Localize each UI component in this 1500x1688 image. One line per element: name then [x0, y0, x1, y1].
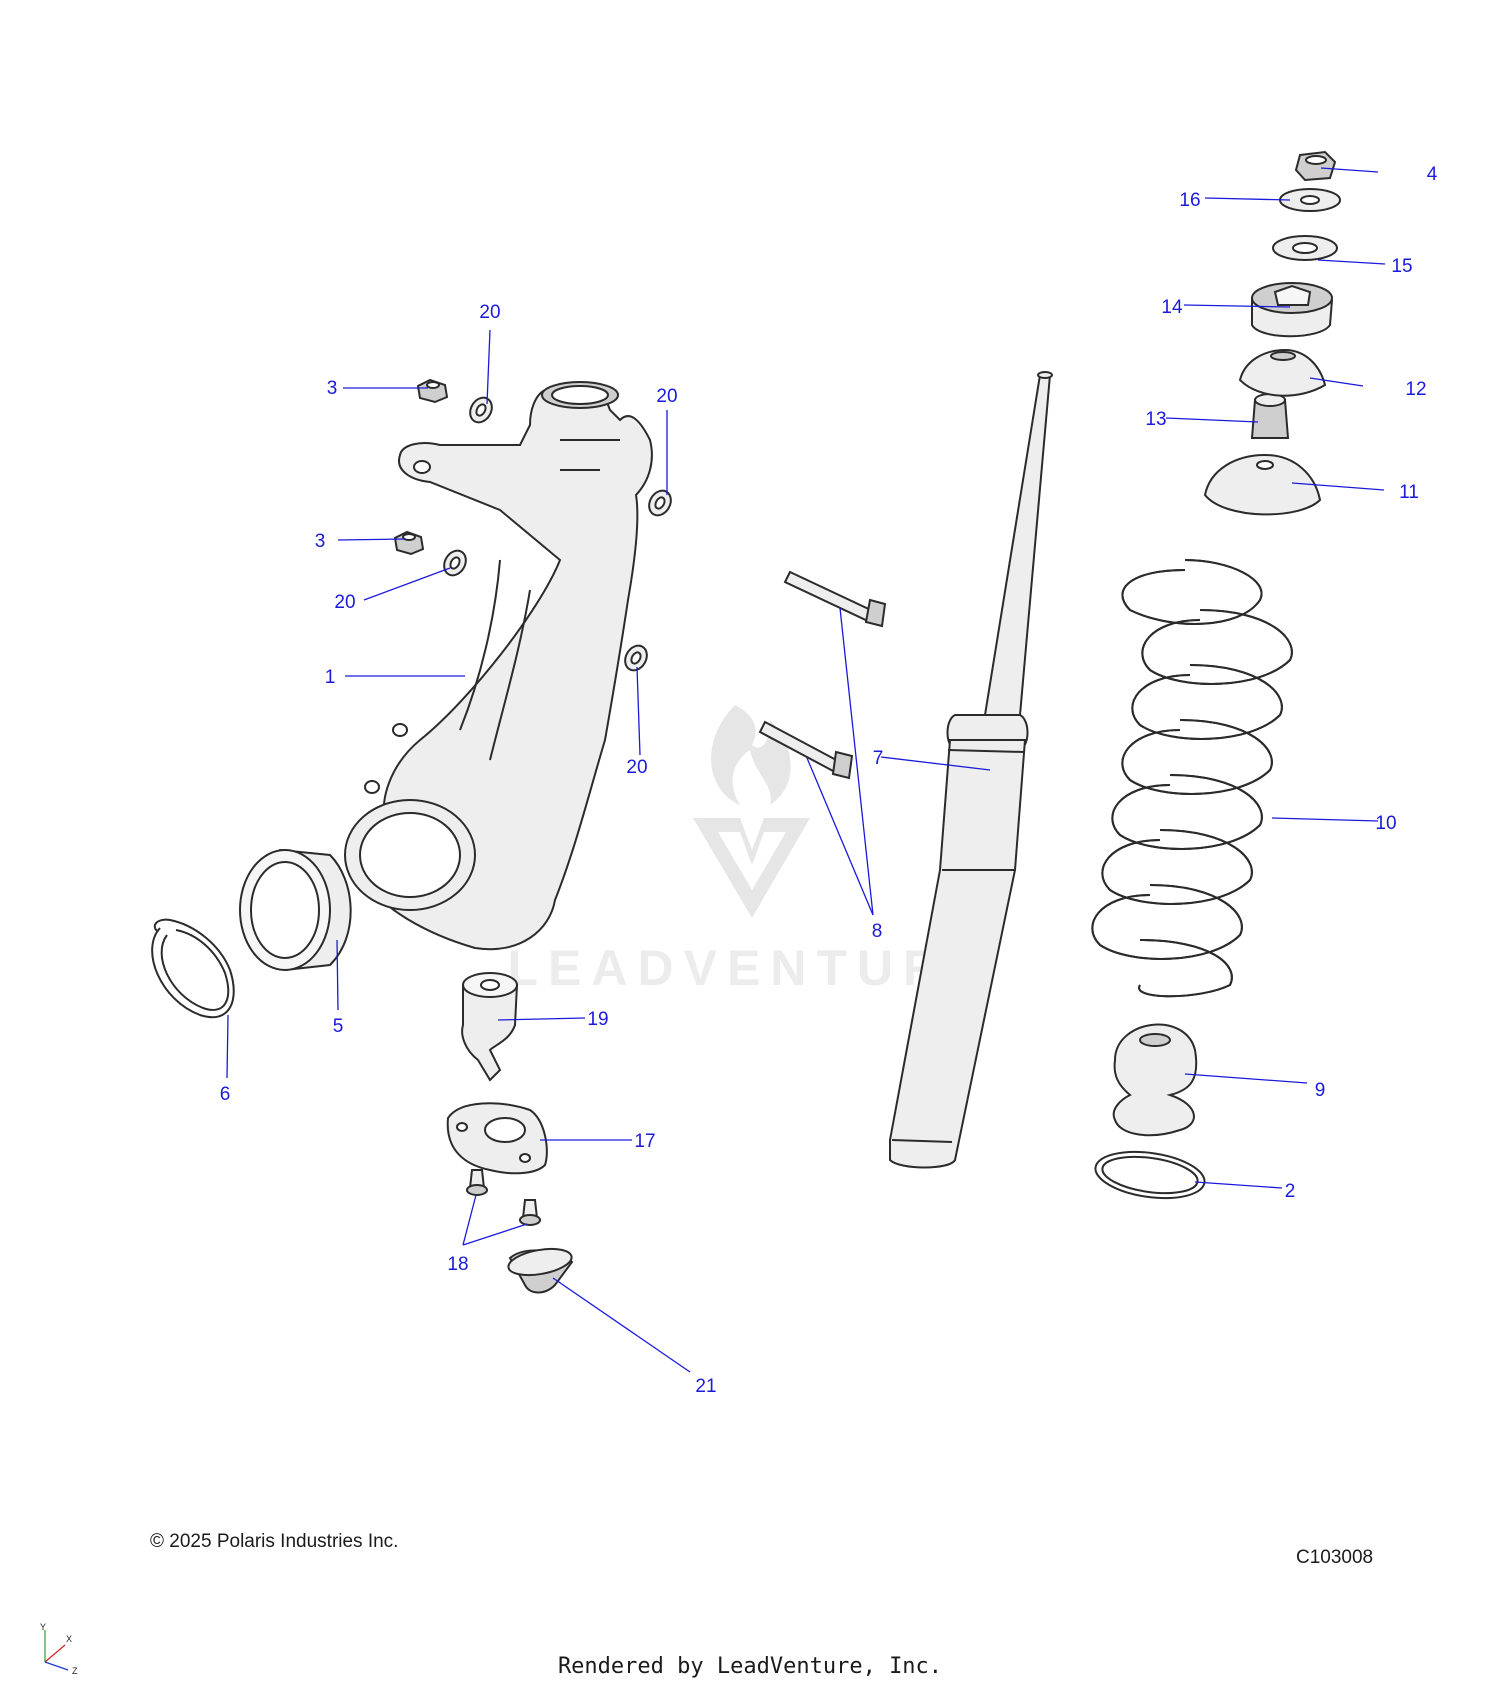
part-8-bolt-upper[interactable] — [783, 570, 887, 628]
axis-x-label: X — [66, 1634, 72, 1644]
part-20-washer-4[interactable] — [621, 642, 651, 675]
part-8-bolt-lower[interactable] — [758, 720, 854, 780]
part-18-bolt-left[interactable] — [466, 1169, 488, 1196]
callout-13: 13 — [1145, 409, 1166, 430]
callout-20-right: 20 — [656, 386, 677, 407]
part-19-ball-joint[interactable] — [461, 972, 519, 1082]
callout-16: 16 — [1179, 190, 1200, 211]
callout-9: 9 — [1315, 1080, 1326, 1101]
callout-1: 1 — [325, 667, 336, 688]
part-5-bearing[interactable] — [239, 848, 352, 972]
part-2-ring[interactable] — [1092, 1146, 1207, 1205]
part-15-washer[interactable] — [1272, 235, 1338, 261]
part-20-washer-3[interactable] — [440, 547, 470, 580]
callout-3-upper: 3 — [327, 378, 338, 399]
callout-4: 4 — [1427, 164, 1438, 185]
callout-2: 2 — [1285, 1181, 1296, 1202]
rendered-by-text: Rendered by LeadVenture, Inc. — [558, 1654, 942, 1679]
part-18-bolt-right[interactable] — [519, 1199, 541, 1226]
axis-z-label: Z — [72, 1666, 78, 1676]
callout-numbers: 3 20 3 20 20 1 20 5 6 19 17 18 21 7 8 4 … — [220, 164, 1438, 1397]
callout-17: 17 — [634, 1131, 655, 1152]
part-14-mount[interactable] — [1251, 282, 1334, 338]
leadventure-watermark: LEADVENTURE — [507, 705, 992, 996]
callout-10: 10 — [1375, 813, 1396, 834]
part-11-spring-seat[interactable] — [1203, 453, 1322, 516]
part-12-cap[interactable] — [1238, 348, 1327, 397]
part-6-snap-ring[interactable] — [151, 918, 235, 1019]
callout-20-top: 20 — [479, 302, 500, 323]
part-3-nut-lower[interactable] — [393, 530, 425, 556]
drawing-id: C103008 — [1296, 1547, 1373, 1568]
callout-11: 11 — [1399, 482, 1419, 503]
callout-19: 19 — [587, 1009, 608, 1030]
axis-triad-icon: Y X Z — [40, 1622, 78, 1676]
callout-12: 12 — [1405, 379, 1426, 400]
callout-20-bottom: 20 — [626, 757, 647, 778]
callout-15: 15 — [1391, 256, 1412, 277]
part-1-knuckle[interactable] — [344, 381, 653, 951]
callout-7: 7 — [873, 748, 884, 769]
part-10-spring[interactable] — [1091, 559, 1293, 998]
callout-5: 5 — [333, 1016, 344, 1037]
copyright-text: © 2025 Polaris Industries Inc. — [150, 1531, 398, 1552]
part-20-washer-1[interactable] — [466, 394, 496, 427]
callout-21: 21 — [695, 1376, 716, 1397]
part-17-plate[interactable] — [446, 1102, 548, 1175]
callout-8: 8 — [872, 921, 883, 942]
axis-y-label: Y — [40, 1622, 46, 1632]
part-20-washer-2[interactable] — [645, 487, 675, 520]
callout-3-lower: 3 — [315, 531, 326, 552]
callout-6: 6 — [220, 1084, 231, 1105]
watermark-text: LEADVENTURE — [507, 940, 992, 996]
callout-20-left: 20 — [334, 592, 355, 613]
part-7-strut[interactable] — [889, 371, 1053, 1169]
part-4-nut[interactable] — [1294, 150, 1337, 182]
part-21-boot[interactable] — [506, 1245, 574, 1294]
part-9-bump-stop[interactable] — [1112, 1023, 1198, 1137]
callout-14: 14 — [1161, 297, 1183, 318]
part-3-nut-upper[interactable] — [416, 378, 449, 404]
leader-lines — [226, 167, 1386, 1373]
part-13-bushing[interactable] — [1250, 393, 1290, 439]
callout-18: 18 — [447, 1254, 468, 1275]
